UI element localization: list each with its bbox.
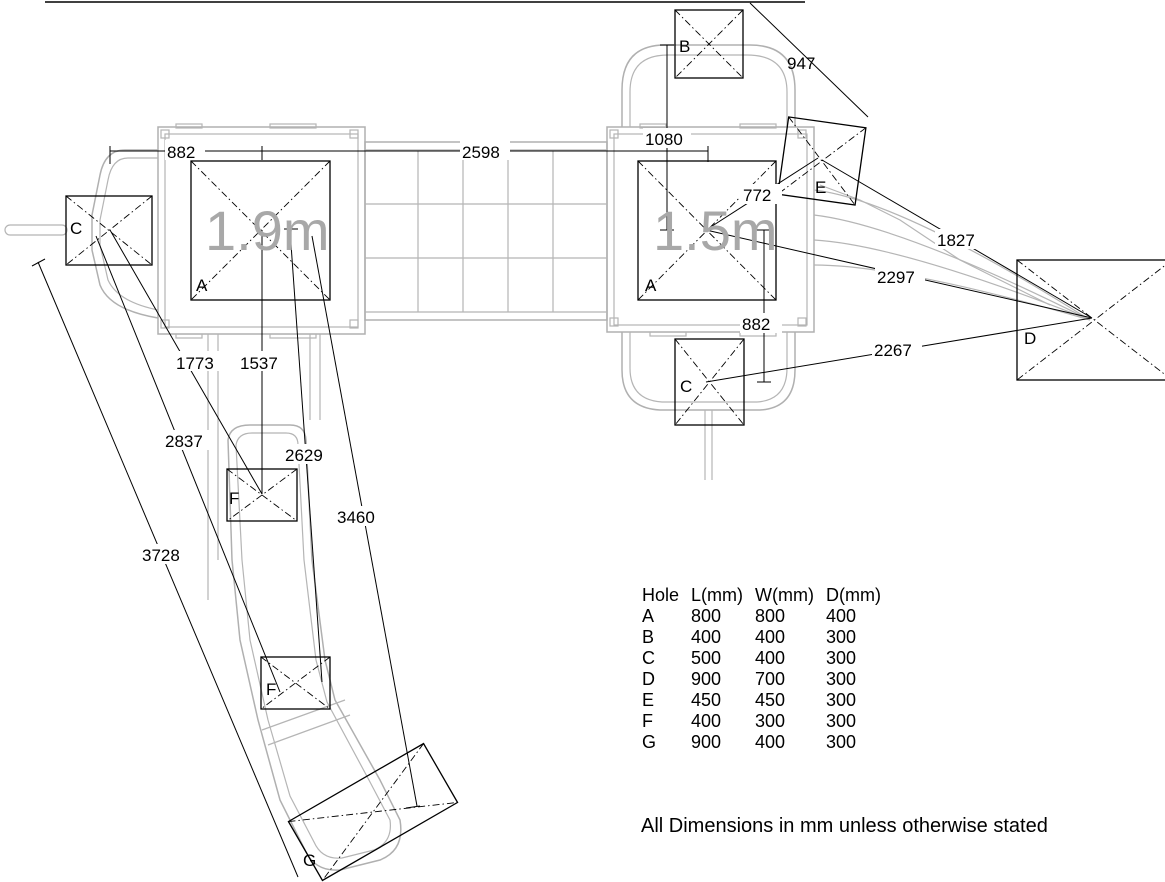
table-header-row: Hole L(mm) W(mm) D(mm) xyxy=(642,585,893,606)
dim-1827: 1827 xyxy=(937,231,975,250)
cell-hole: E xyxy=(642,690,655,710)
dim-3460: 3460 xyxy=(337,508,375,527)
cell-length: 800 xyxy=(691,606,722,626)
cell-length: 400 xyxy=(691,711,722,731)
hole-label-a-left: A xyxy=(196,276,208,295)
dim-882-right: 882 xyxy=(742,315,770,334)
hole-label-e: E xyxy=(815,178,826,197)
cell-width: 400 xyxy=(755,732,786,752)
dim-947: 947 xyxy=(787,54,815,73)
cell-width: 300 xyxy=(755,711,786,731)
dim-772: 772 xyxy=(743,186,771,205)
hole-a-left xyxy=(190,160,331,301)
col-header-length: L(mm) xyxy=(691,585,744,605)
cell-hole: F xyxy=(642,711,653,731)
cell-hole: A xyxy=(642,606,655,626)
cell-depth: 300 xyxy=(826,627,857,647)
cell-length: 400 xyxy=(691,627,722,647)
hole-label-d: D xyxy=(1024,329,1036,348)
cell-depth: 300 xyxy=(826,711,857,731)
dim-2598: 2598 xyxy=(462,143,500,162)
cell-length: 900 xyxy=(691,669,722,689)
cell-length: 900 xyxy=(691,732,722,752)
hole-e xyxy=(777,116,867,206)
hole-label-c-left: C xyxy=(70,219,82,238)
cell-hole: D xyxy=(642,669,655,689)
col-header-depth: D(mm) xyxy=(826,585,881,605)
cell-hole: G xyxy=(642,732,657,752)
table-row: A 800 800 400 xyxy=(642,606,893,627)
dimensions-note: All Dimensions in mm unless otherwise st… xyxy=(641,815,1048,837)
play-equipment-outline xyxy=(4,44,1091,871)
table-row: E 450 450 300 xyxy=(642,690,893,711)
hole-label-f-lower: F xyxy=(266,680,276,699)
hole-label-a-right: A xyxy=(645,276,657,295)
cell-depth: 300 xyxy=(826,732,857,752)
hole-label-g: G xyxy=(303,851,316,870)
cell-hole: B xyxy=(642,627,655,647)
table-row: G 900 400 300 xyxy=(642,732,893,753)
cell-depth: 300 xyxy=(826,648,857,668)
table-row: C 500 400 300 xyxy=(642,648,893,669)
dim-2267: 2267 xyxy=(874,341,912,360)
dim-1537: 1537 xyxy=(240,354,278,373)
cell-length: 500 xyxy=(691,648,722,668)
cell-width: 400 xyxy=(755,627,786,647)
dim-2837: 2837 xyxy=(165,432,203,451)
cell-length: 450 xyxy=(691,690,722,710)
hole-spec-table: Hole L(mm) W(mm) D(mm) A 800 800 400 B 4… xyxy=(642,585,893,753)
cell-depth: 400 xyxy=(826,606,857,626)
cell-width: 800 xyxy=(755,606,786,626)
hole-c-left xyxy=(65,195,153,266)
table-row: D 900 700 300 xyxy=(642,669,893,690)
dim-2629: 2629 xyxy=(285,446,323,465)
platform-height-left: 1.9m xyxy=(205,199,330,262)
cell-hole: C xyxy=(642,648,655,668)
hole-d xyxy=(1016,259,1165,381)
hole-c-bottom xyxy=(674,338,745,426)
dim-2297: 2297 xyxy=(877,268,915,287)
platform-height-right: 1.5m xyxy=(653,199,778,262)
table-row: F 400 300 300 xyxy=(642,711,893,732)
dim-1080: 1080 xyxy=(645,130,683,149)
col-header-width: W(mm) xyxy=(755,585,814,605)
hole-label-f-upper: F xyxy=(229,489,239,508)
cell-width: 700 xyxy=(755,669,786,689)
dim-882-top: 882 xyxy=(167,143,195,162)
hole-label-b: B xyxy=(679,37,690,56)
cell-width: 400 xyxy=(755,648,786,668)
dim-1773: 1773 xyxy=(176,354,214,373)
cell-depth: 300 xyxy=(826,669,857,689)
dimension-labels: 882 2598 1080 947 772 1827 2297 882 2267… xyxy=(140,54,985,565)
table-row: B 400 400 300 xyxy=(642,627,893,648)
hole-b xyxy=(674,9,744,79)
dim-3728: 3728 xyxy=(142,546,180,565)
hole-g xyxy=(287,742,459,882)
hole-f-lower xyxy=(260,656,331,710)
cell-depth: 300 xyxy=(826,690,857,710)
cell-width: 450 xyxy=(755,690,786,710)
hole-label-c-bottom: C xyxy=(680,377,692,396)
col-header-hole: Hole xyxy=(642,585,680,605)
